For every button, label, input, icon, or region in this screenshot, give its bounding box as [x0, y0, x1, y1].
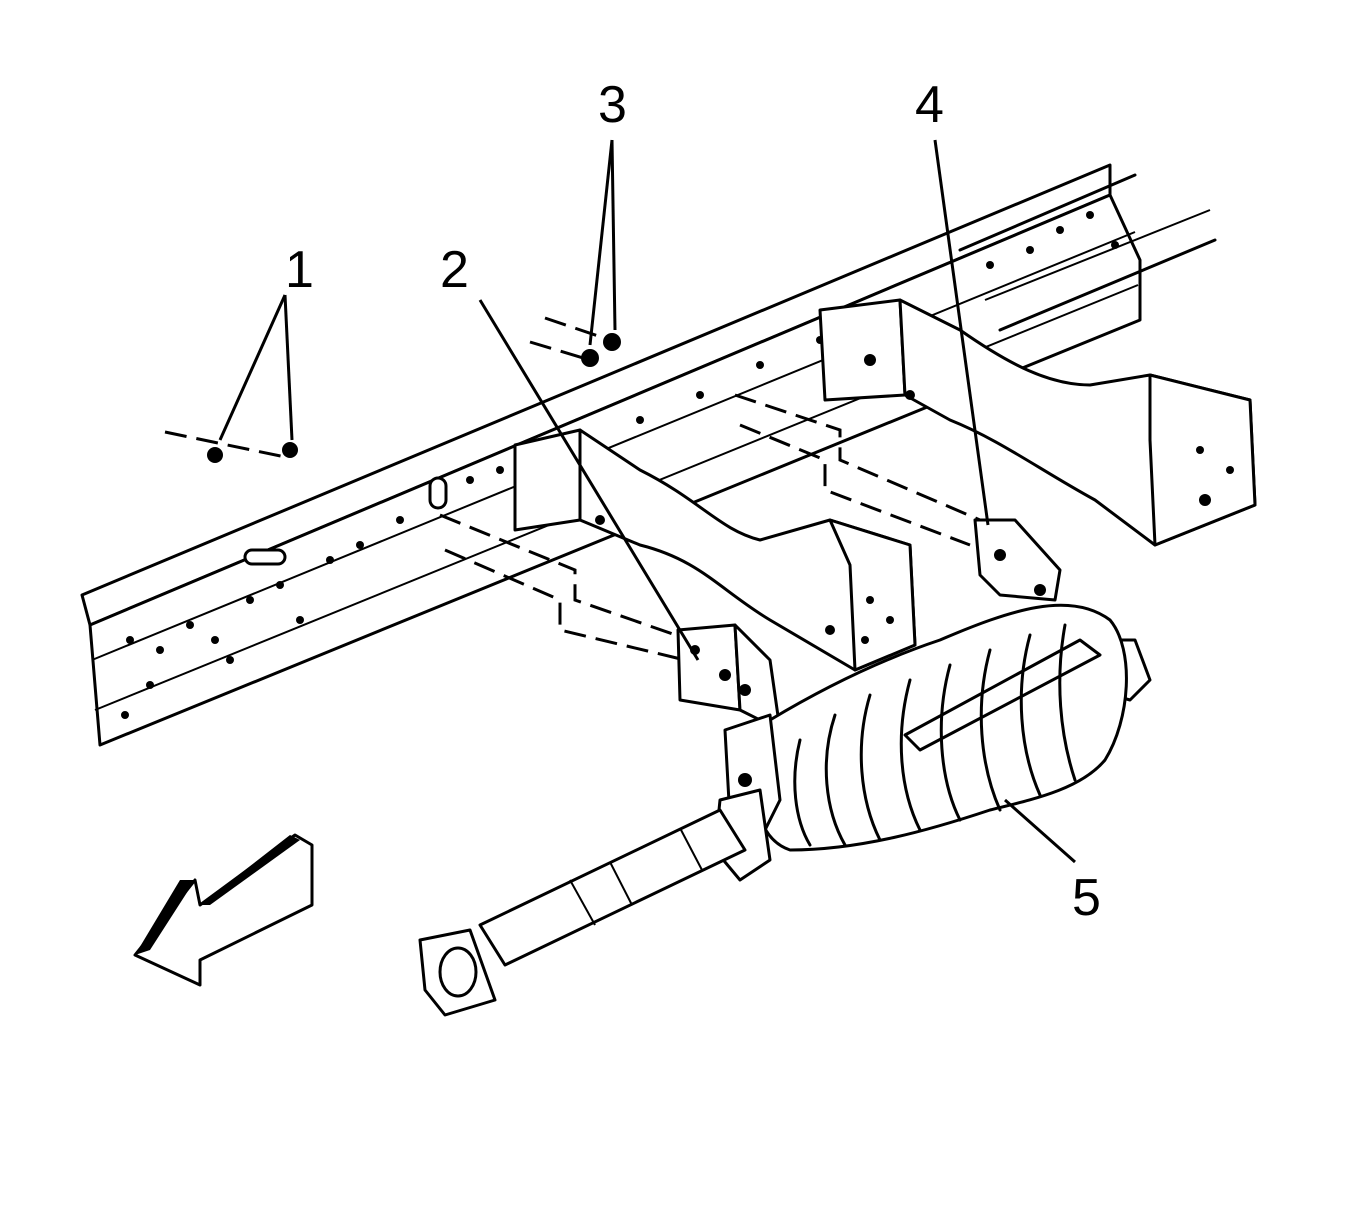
frame-rail-rear: [958, 173, 1217, 332]
crossmember-front: [513, 428, 917, 672]
hanger-bracket-rear: [973, 518, 1062, 602]
front-direction-arrow-icon: [133, 833, 314, 987]
callout-5: 5: [1072, 869, 1101, 927]
leader-lines: [218, 139, 1076, 864]
fasteners-3: [581, 333, 621, 367]
hanger-bracket-front: [676, 623, 782, 732]
alignment-lines: [164, 316, 981, 662]
callout-2: 2: [440, 241, 469, 299]
callout-4: 4: [915, 76, 944, 134]
callout-3: 3: [598, 76, 627, 134]
callout-1: 1: [285, 241, 314, 299]
frame-rail-holes: [121, 211, 1119, 719]
crossmember-rear: [818, 298, 1257, 547]
fasteners-1: [207, 442, 298, 463]
exhaust-converter-assembly: [418, 603, 1152, 1017]
